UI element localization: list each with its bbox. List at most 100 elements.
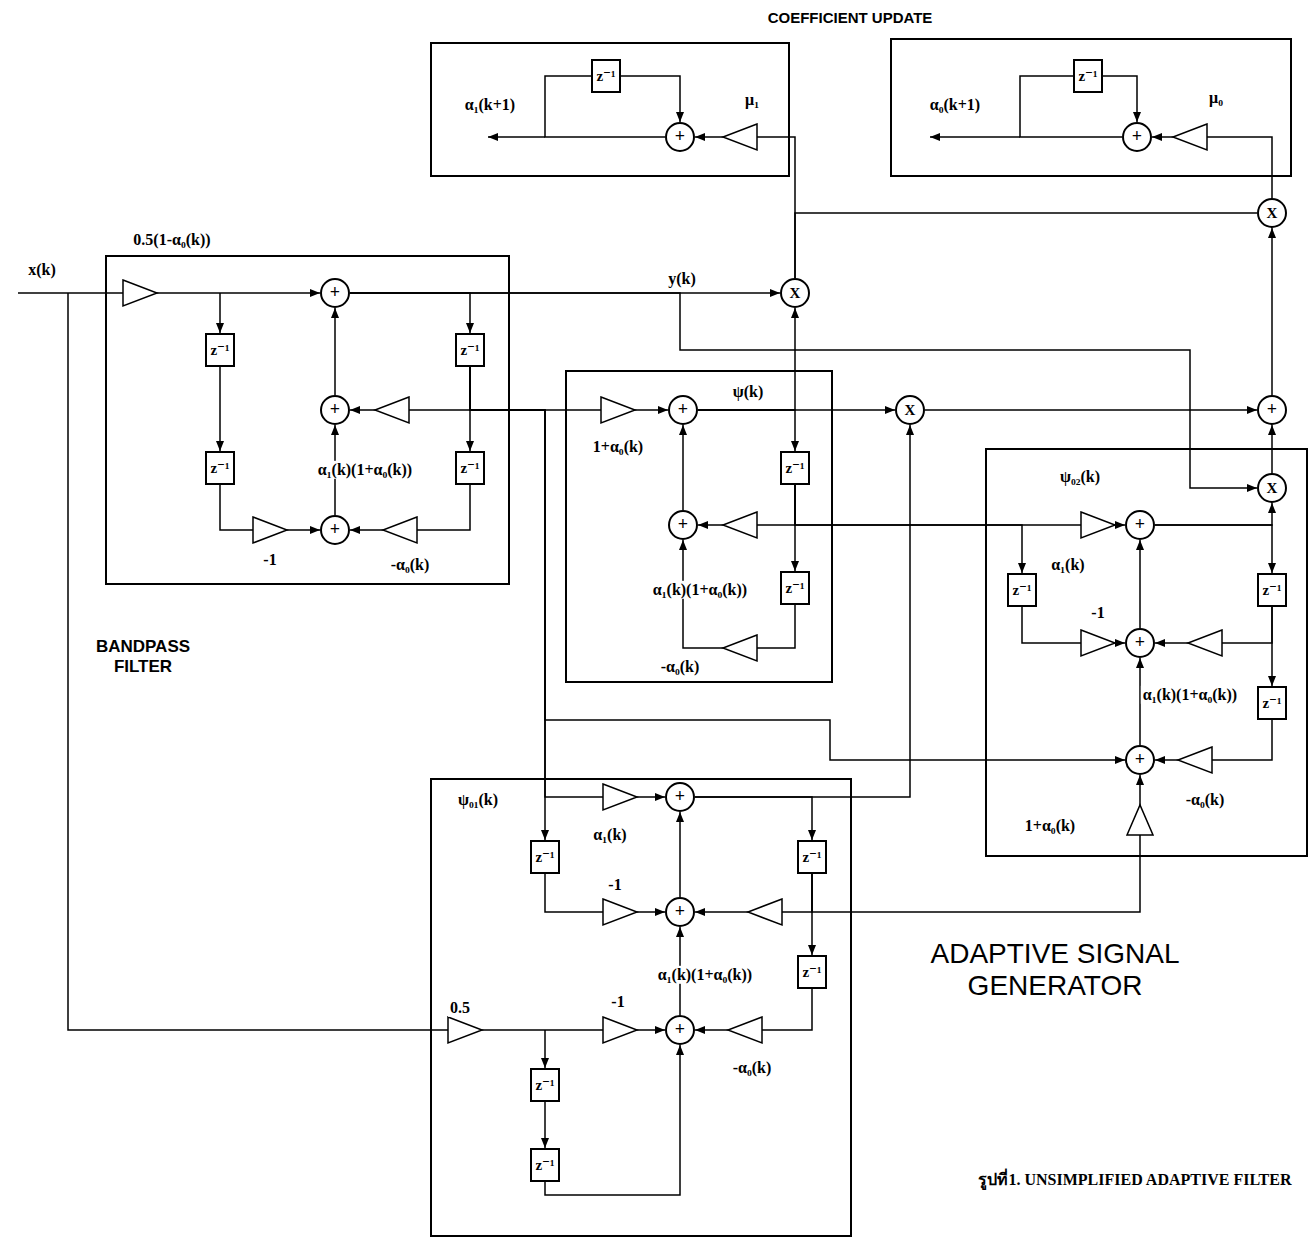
delay-box: z⁻¹ bbox=[797, 955, 827, 989]
signal-label: μ₁ bbox=[743, 91, 761, 109]
delay-box: z⁻¹ bbox=[530, 1068, 560, 1102]
signal-label: 0.5(1-α₀(k)) bbox=[131, 231, 212, 249]
delay-label: z⁻¹ bbox=[535, 1157, 554, 1174]
gain-triangle bbox=[603, 1017, 637, 1043]
summing-junction: + bbox=[665, 1015, 695, 1045]
delay-label: z⁻¹ bbox=[802, 964, 821, 981]
junction-circle bbox=[669, 511, 697, 539]
signal-label: α₁(k) bbox=[1049, 556, 1086, 574]
delay-label: z⁻¹ bbox=[460, 342, 479, 359]
junction-circle bbox=[669, 396, 697, 424]
signal-label: -1 bbox=[1089, 604, 1106, 622]
section-label: ADAPTIVE SIGNAL GENERATOR bbox=[903, 938, 1207, 1002]
operator-symbol: + bbox=[1132, 127, 1142, 147]
gain-triangle bbox=[375, 397, 409, 423]
delay-box: z⁻¹ bbox=[780, 571, 810, 605]
operator-symbol: + bbox=[678, 515, 688, 535]
multiplier-circle: X bbox=[780, 278, 810, 308]
gain-triangle bbox=[603, 784, 637, 810]
signal-label: -α₀(k) bbox=[389, 556, 432, 574]
signal-wire bbox=[219, 293, 221, 333]
delay-box: z⁻¹ bbox=[530, 1148, 560, 1182]
signal-label: 1+α₀(k) bbox=[1023, 817, 1077, 835]
delay-box: z⁻¹ bbox=[205, 333, 235, 367]
gain-triangle bbox=[603, 899, 637, 925]
delay-box: z⁻¹ bbox=[1257, 686, 1287, 720]
bandpass-filter-block: 0.5(1-α₀(k))α₁(k)(1+α₀(k))-1-α₀(k)BANDPA… bbox=[105, 255, 510, 585]
signal-label: α₀(k+1) bbox=[928, 96, 982, 114]
figure-heading: COEFFICIENT UPDATE bbox=[766, 9, 935, 26]
signal-label: α₁(k)(1+α₀(k)) bbox=[656, 966, 754, 984]
gain-triangle bbox=[1127, 805, 1153, 835]
delay-box: z⁻¹ bbox=[455, 333, 485, 367]
delay-label: z⁻¹ bbox=[535, 849, 554, 866]
operator-symbol: + bbox=[330, 283, 340, 303]
delay-label: z⁻¹ bbox=[210, 342, 229, 359]
signal-wire bbox=[1155, 720, 1272, 760]
multiplier-circle: X bbox=[895, 395, 925, 425]
signal-wire bbox=[1155, 525, 1272, 573]
operator-symbol: X bbox=[1267, 205, 1278, 222]
gain-triangle bbox=[1173, 124, 1207, 150]
signal-wire bbox=[682, 425, 684, 510]
gradient-filter-block: ψ₀₁(k)α₁(k)-1α₁(k)(1+α₀(k))0.5-1-α₀(k)+z… bbox=[430, 778, 852, 1237]
signal-wire bbox=[470, 367, 1125, 760]
summing-junction: + bbox=[668, 395, 698, 425]
delay-label: z⁻¹ bbox=[785, 580, 804, 597]
delay-label: z⁻¹ bbox=[802, 849, 821, 866]
signal-label: BANDPASS FILTER bbox=[81, 637, 205, 676]
signal-wire bbox=[698, 308, 795, 410]
operator-symbol: + bbox=[675, 127, 685, 147]
delay-box: z⁻¹ bbox=[455, 451, 485, 485]
delay-box: z⁻¹ bbox=[530, 840, 560, 874]
gain-triangle bbox=[1178, 747, 1212, 773]
signal-label: α₁(k)(1+α₀(k)) bbox=[1141, 686, 1239, 704]
operator-symbol: X bbox=[1267, 480, 1278, 497]
summing-junction: + bbox=[320, 395, 350, 425]
operator-symbol: + bbox=[1135, 633, 1145, 653]
delay-box: z⁻¹ bbox=[1007, 573, 1037, 607]
gain-triangle bbox=[1081, 630, 1115, 656]
signal-wire bbox=[795, 485, 1022, 573]
operator-symbol: + bbox=[1267, 400, 1277, 420]
junction-circle bbox=[1258, 474, 1286, 502]
signal-label: ψ(k) bbox=[731, 383, 766, 401]
signal-wire bbox=[219, 367, 221, 451]
gain-triangle bbox=[448, 1017, 482, 1043]
signal-label: -1 bbox=[609, 993, 626, 1011]
gain-triangle bbox=[383, 517, 417, 543]
gain-triangle bbox=[728, 1017, 762, 1043]
delay-label: z⁻¹ bbox=[535, 1077, 554, 1094]
signal-wire bbox=[470, 367, 545, 840]
signal-wire bbox=[350, 293, 470, 333]
signal-wire bbox=[812, 775, 1140, 912]
signal-label: 0.5 bbox=[448, 999, 472, 1017]
signal-wire bbox=[679, 812, 681, 897]
gain-triangle bbox=[253, 517, 287, 543]
gain-triangle bbox=[1188, 630, 1222, 656]
signal-label: μ₀ bbox=[1207, 89, 1225, 107]
junction-circle bbox=[896, 396, 924, 424]
junction-circle bbox=[1123, 123, 1151, 151]
signal-wire bbox=[695, 425, 910, 797]
junction-circle bbox=[781, 279, 809, 307]
signal-label: α₁(k)(1+α₀(k)) bbox=[651, 581, 749, 599]
signal-wire bbox=[695, 797, 812, 840]
junction-circle bbox=[1258, 199, 1286, 227]
summing-junction: + bbox=[668, 510, 698, 540]
delay-label: z⁻¹ bbox=[596, 68, 615, 85]
signal-label: -α₀(k) bbox=[659, 658, 702, 676]
summing-junction: + bbox=[320, 515, 350, 545]
summing-junction: + bbox=[320, 278, 350, 308]
signal-name: x(k) bbox=[26, 261, 58, 279]
signal-name: y(k) bbox=[666, 270, 698, 288]
delay-label: z⁻¹ bbox=[785, 460, 804, 477]
junction-circle bbox=[1126, 629, 1154, 657]
delay-label: z⁻¹ bbox=[1012, 582, 1031, 599]
signal-wire bbox=[18, 292, 320, 294]
operator-symbol: + bbox=[330, 520, 340, 540]
gain-triangle bbox=[601, 397, 635, 423]
coefficient-update-block: α₀(k+1)μ₀z⁻¹+ bbox=[890, 38, 1292, 177]
gain-triangle bbox=[723, 124, 757, 150]
gradient-filter-block: ψ₀₂(k)α₁(k)-1α₁(k)(1+α₀(k))-α₀(k)1+α₀(k)… bbox=[985, 448, 1308, 857]
